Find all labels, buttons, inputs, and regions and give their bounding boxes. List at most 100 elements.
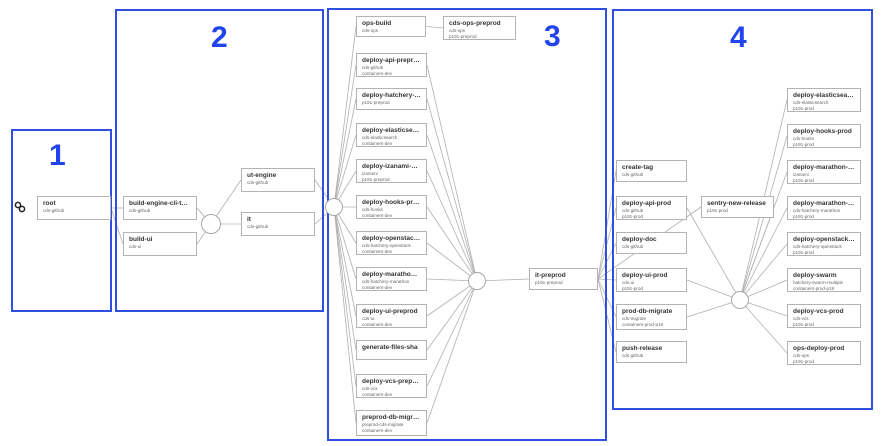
node-detail: cds-ui bbox=[129, 244, 142, 249]
node-detail: p191-prod bbox=[793, 213, 814, 219]
join-hub bbox=[731, 291, 749, 309]
node-title: build-engine-cli-tools bbox=[129, 200, 191, 207]
connector-line bbox=[739, 299, 788, 354]
stage-number: 3 bbox=[544, 20, 561, 53]
node-detail: cds-ops bbox=[362, 28, 379, 33]
pipeline-node-deploy-openstack-hatchery[interactable]: deploy-openstack-hat... cds-hatchery-ope… bbox=[356, 231, 427, 255]
pipeline-node-deploy-hatchery-swarm[interactable]: deploy-hatchery-swar... p191-preprod bbox=[356, 88, 427, 110]
pipeline-node-deploy-hooks-preprod[interactable]: deploy-hooks-preprod cds-hooks container… bbox=[356, 195, 427, 219]
node-detail: cds-ui bbox=[622, 280, 635, 285]
node-title: ops-build bbox=[362, 20, 392, 27]
pipeline-node-deploy-izanami-preprod[interactable]: deploy-izanami-preprod izanami p191-prep… bbox=[356, 159, 427, 183]
node-title: deploy-izanami-preprod bbox=[362, 163, 421, 170]
node-detail: p191-prod bbox=[793, 105, 814, 111]
node-title: ut-engine bbox=[247, 172, 277, 179]
join-hub bbox=[201, 214, 221, 234]
connector-line bbox=[333, 206, 357, 317]
pipeline-node-deploy-elasticsearch-prod[interactable]: deploy-elasticsearch-... cds-elasticsear… bbox=[787, 88, 861, 112]
node-title: deploy-elasticsearch-... bbox=[362, 127, 421, 134]
pipeline-node-deploy-marathon-app[interactable]: deploy-marathon-app izanami p191-prod bbox=[787, 160, 861, 184]
pipeline-node-ops-build[interactable]: ops-build cds-ops bbox=[356, 16, 426, 37]
pipeline-node-generate-files-sha[interactable]: generate-files-sha bbox=[356, 340, 427, 360]
node-title: deploy-hooks-prod bbox=[793, 128, 852, 135]
pipeline-node-deploy-swarm[interactable]: deploy-swarm hatchery-swarm-multiple con… bbox=[787, 268, 861, 292]
connector-line bbox=[426, 280, 478, 424]
node-detail: cds-github bbox=[43, 208, 65, 213]
node-title: deploy-vcs-prod bbox=[793, 308, 844, 315]
node-detail: p191-prod bbox=[793, 321, 814, 327]
node-detail: cds-github bbox=[247, 224, 269, 229]
pipeline-node-ops-deploy-prod[interactable]: ops-deploy-prod cds-ops p191-prod bbox=[787, 341, 861, 365]
connector-line bbox=[426, 242, 478, 282]
connector-line bbox=[425, 26, 444, 29]
node-title: preprod-db-migrate bbox=[362, 414, 421, 421]
connector-line bbox=[426, 134, 478, 282]
pipeline-node-root[interactable]: root cds-github bbox=[37, 196, 111, 220]
node-detail: preprod-cds-migrate bbox=[362, 422, 404, 427]
pipeline-node-push-release[interactable]: push-release cds-github bbox=[616, 341, 687, 363]
node-detail: cds-hatchery-openstack bbox=[362, 243, 411, 248]
connector-line bbox=[426, 64, 478, 282]
node-title: create-tag bbox=[622, 164, 654, 171]
node-detail: p191-prod bbox=[622, 213, 643, 219]
node-detail: cds-hatchery-marathon bbox=[362, 279, 410, 284]
node-detail: containers-dev bbox=[362, 212, 393, 218]
node-title: deploy-doc bbox=[622, 236, 657, 243]
pipeline-node-ut-engine[interactable]: ut-engine cds-github bbox=[241, 168, 315, 192]
node-detail: p191-prod bbox=[793, 358, 814, 364]
node-detail: containers-dev bbox=[362, 391, 393, 397]
node-detail: cds-github bbox=[622, 353, 644, 358]
pipeline-node-sentry-new-release[interactable]: sentry-new-release p191-prod bbox=[701, 196, 774, 218]
node-detail: cds-ui bbox=[362, 316, 375, 321]
pipeline-node-deploy-elasticsearch-preprod[interactable]: deploy-elasticsearch-... cds-elasticsear… bbox=[356, 123, 427, 147]
node-detail: cds-elasticsearch bbox=[362, 135, 398, 140]
pipeline-node-create-tag[interactable]: create-tag cds-github bbox=[616, 160, 687, 182]
pipeline-node-deploy-api-prod[interactable]: deploy-api-prod cds-github p191-prod bbox=[616, 196, 687, 220]
node-title: it bbox=[247, 216, 251, 223]
stage-number: 2 bbox=[211, 21, 228, 54]
node-title: deploy-openstack-hat... bbox=[362, 235, 421, 242]
node-detail: p191-preprod bbox=[362, 176, 390, 182]
connector-line bbox=[739, 171, 788, 301]
node-title: deploy-swarm bbox=[793, 272, 837, 279]
stage-1-frame: 1 bbox=[11, 129, 112, 312]
connector-line bbox=[333, 98, 357, 208]
link-icon[interactable] bbox=[14, 201, 26, 215]
connector-line bbox=[426, 98, 478, 282]
connector-line bbox=[333, 206, 357, 280]
node-title: deploy-vcs-preprod bbox=[362, 378, 421, 385]
pipeline-node-prod-db-migrate[interactable]: prod-db-migrate cds-migrate containers-p… bbox=[616, 304, 687, 330]
pipeline-node-deploy-marathon-preprod[interactable]: deploy-marathon-pre... cds-hatchery-mara… bbox=[356, 267, 427, 291]
node-title: deploy-api-preprod bbox=[362, 57, 421, 64]
node-detail: containers-dev bbox=[362, 321, 393, 327]
pipeline-node-build-engine-cli-tools[interactable]: build-engine-cli-tools cds-github bbox=[123, 196, 197, 220]
pipeline-node-cds-ops-preprod[interactable]: cds-ops-preprod cds-ops p191-preprod bbox=[443, 16, 516, 40]
pipeline-node-deploy-marathon-prod[interactable]: deploy-marathon-prod cds-hatchery-marath… bbox=[787, 196, 861, 220]
pipeline-node-preprod-db-migrate[interactable]: preprod-db-migrate preprod-cds-migrate c… bbox=[356, 410, 427, 436]
connector-line bbox=[333, 64, 357, 208]
pipeline-node-deploy-vcs-preprod[interactable]: deploy-vcs-preprod cds-vcs containers-de… bbox=[356, 374, 427, 398]
node-detail: cds-hooks bbox=[362, 207, 383, 212]
node-title: deploy-ui-prod bbox=[622, 272, 668, 279]
node-detail: cds-migrate bbox=[622, 316, 646, 321]
node-title: build-ui bbox=[129, 236, 153, 243]
pipeline-node-deploy-api-preprod[interactable]: deploy-api-preprod cds-github containers… bbox=[356, 53, 427, 77]
connector-line bbox=[739, 135, 788, 301]
pipeline-node-deploy-hooks-prod[interactable]: deploy-hooks-prod cds-hooks p191-prod bbox=[787, 124, 861, 148]
pipeline-node-deploy-doc[interactable]: deploy-doc cds-github bbox=[616, 232, 687, 254]
node-detail: cds-elasticsearch bbox=[793, 100, 829, 105]
stage-number: 1 bbox=[49, 139, 66, 172]
pipeline-node-build-ui[interactable]: build-ui cds-ui bbox=[123, 232, 197, 256]
node-detail: p191-preprod bbox=[535, 280, 563, 285]
pipeline-node-deploy-vcs-prod[interactable]: deploy-vcs-prod cds-vcs p191-prod bbox=[787, 304, 861, 328]
pipeline-node-it-preprod[interactable]: it-preprod p191-preprod bbox=[529, 268, 598, 290]
pipeline-node-deploy-ui-prod[interactable]: deploy-ui-prod cds-ui p191-prod bbox=[616, 268, 687, 292]
node-title: generate-files-sha bbox=[362, 344, 418, 351]
node-detail: cds-github bbox=[622, 172, 644, 177]
pipeline-node-deploy-openstack-prod[interactable]: deploy-openstack-prod cds-hatchery-opens… bbox=[787, 232, 861, 256]
connector-line bbox=[333, 206, 357, 424]
node-detail: p191-preprod bbox=[362, 100, 390, 105]
pipeline-node-it[interactable]: it cds-github bbox=[241, 212, 315, 236]
node-title: push-release bbox=[622, 345, 663, 352]
pipeline-node-deploy-ui-preprod[interactable]: deploy-ui-preprod cds-ui containers-dev bbox=[356, 304, 427, 328]
